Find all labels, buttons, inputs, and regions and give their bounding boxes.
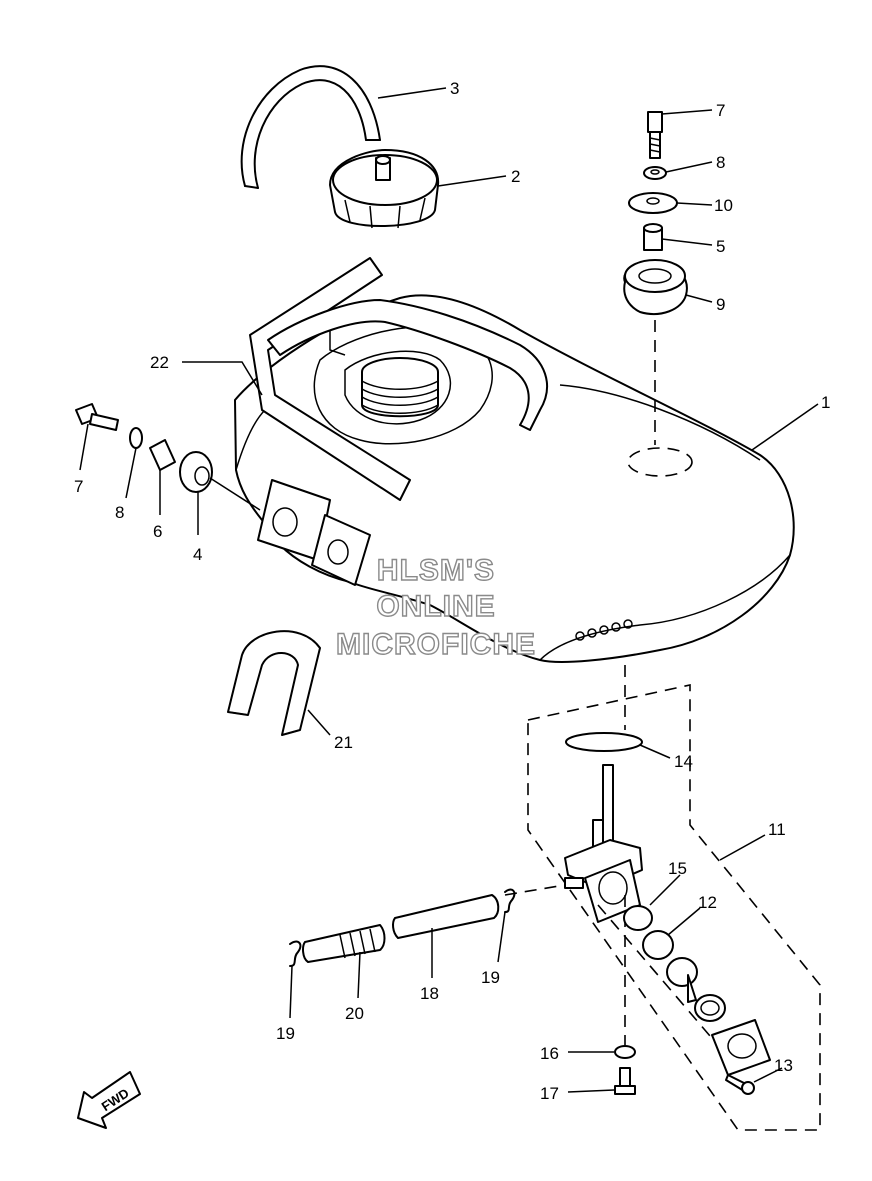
watermark: HLSM'S ONLINE MICROFICHE [335,553,536,661]
callout-6: 6 [153,522,162,541]
callout-11: 11 [768,820,786,839]
gasket-12 [642,930,674,960]
callout-8-left: 8 [115,503,124,522]
callout-15: 15 [668,859,687,878]
cover-plate [711,1019,771,1076]
callout-14: 14 [674,752,693,771]
filler-neck-thread [361,357,439,418]
collar-5 [643,223,663,251]
callout-7-right: 7 [716,101,725,120]
bolt-17 [614,1067,636,1095]
collar-6 [149,439,176,471]
washer-10 [628,192,678,214]
callout-17: 17 [540,1084,559,1103]
fuel-hose-18 [392,894,500,939]
callout-10: 10 [714,196,733,215]
callout-2: 2 [511,167,520,186]
callout-labels: 3 2 7 8 10 5 9 1 22 7 8 6 4 21 14 11 15 … [74,79,830,1103]
fuel-cock-kit-boundary [527,684,821,1131]
callout-3: 3 [450,79,459,98]
callout-13: 13 [774,1056,793,1075]
bolt-7-right [647,111,663,159]
callout-7-left: 7 [74,477,83,496]
filter-15 [623,905,653,931]
callout-19-right: 19 [481,968,500,987]
strainer-20 [302,924,386,963]
washer-8-left [129,427,143,449]
screw-13 [725,1074,755,1095]
damper-4 [179,451,213,493]
callout-19-left: 19 [276,1024,295,1043]
fwd-direction-arrow: FWD [77,1071,141,1129]
valve-lever [666,957,698,1003]
fuel-tank [234,294,795,663]
callout-5: 5 [716,237,725,256]
washer-16 [614,1045,636,1059]
damper-9 [623,259,688,315]
tank-bracket [249,257,549,501]
callout-9: 9 [716,295,725,314]
bolt-7-left [75,403,119,431]
callout-22: 22 [150,353,169,372]
clip-19-right [504,888,516,913]
callout-20: 20 [345,1004,364,1023]
callout-16: 16 [540,1044,559,1063]
callout-18: 18 [420,984,439,1003]
callout-1: 1 [821,393,830,412]
callout-21: 21 [334,733,353,752]
fuel-cap [329,149,440,229]
watermark-line-3: MICROFICHE [336,628,536,661]
o-ring-14 [565,732,643,752]
seal-ring [694,994,726,1022]
watermark-line-1: HLSM'S [377,554,495,587]
washer-8-right [643,166,667,180]
callout-4: 4 [193,545,202,564]
fuel-cock-body [564,764,643,923]
callout-12: 12 [698,893,717,912]
leader-lines [79,87,819,1093]
damper-21 [227,630,321,736]
callout-8-right: 8 [716,153,725,172]
watermark-line-2: ONLINE [376,590,495,623]
breather-hose [240,65,381,189]
clip-19-left [289,940,302,967]
